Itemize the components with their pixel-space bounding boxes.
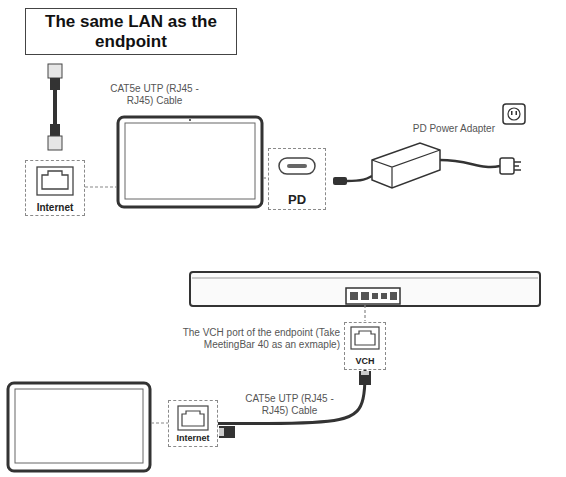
port-box: Internet	[168, 400, 218, 447]
port-box: VCH	[344, 322, 386, 370]
port-box: Internet	[25, 160, 85, 216]
port-label: Internet	[37, 202, 74, 213]
power-outlet	[503, 104, 525, 124]
ethernet-port-icon	[351, 327, 379, 349]
rj45-plug	[219, 426, 235, 438]
ethernet-port-icon	[178, 406, 208, 430]
touch-panel	[8, 383, 150, 471]
leader-line	[364, 305, 365, 321]
cable-label: CAT5e UTP (RJ45 - RJ45) Cable	[243, 393, 336, 417]
leader-line	[151, 422, 168, 423]
port-label: PD	[288, 193, 306, 207]
port-label: Internet	[176, 434, 209, 444]
title-box: The same LAN as the endpoint	[25, 8, 237, 55]
ethernet-cable	[218, 370, 365, 424]
note-label: The VCH port of the endpoint (Take Meeti…	[160, 327, 340, 351]
part-name: PD Power Adapter	[380, 123, 495, 135]
usb-c-port-icon	[279, 158, 315, 174]
leader-line	[85, 186, 117, 187]
port-box: PD	[268, 148, 326, 210]
ethernet-cable	[48, 64, 62, 150]
rj45-plug	[359, 371, 371, 385]
port-label: VCH	[355, 357, 374, 367]
note-label: CAT5e UTP (RJ45 - RJ45) Cable	[108, 83, 201, 107]
video-bar	[190, 272, 540, 306]
ethernet-port-icon	[37, 167, 73, 195]
touch-panel	[118, 117, 262, 207]
power-adapter	[333, 143, 521, 188]
